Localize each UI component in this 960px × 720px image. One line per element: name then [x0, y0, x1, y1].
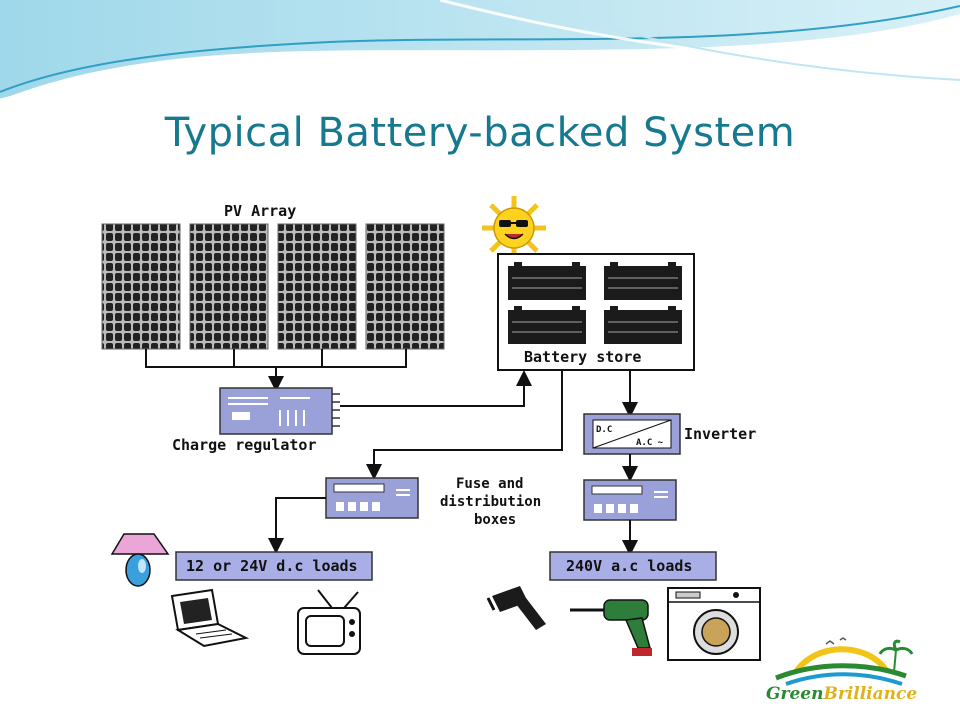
inverter-label: Inverter [684, 425, 756, 443]
charge-regulator-label: Charge regulator [172, 436, 317, 454]
fuse-box-label-line-1: Fuse and [456, 476, 523, 492]
dc-fuse-box [325, 477, 419, 519]
ac-fuse-box [583, 479, 677, 521]
laptop-icon [170, 588, 250, 648]
pv-panel-3 [277, 223, 357, 350]
pv-array-label: PV Array [224, 202, 296, 220]
fuse-box-label-line-2: distribution [440, 494, 541, 510]
battery-icon [604, 306, 682, 344]
logo-graphic [775, 637, 914, 686]
pv-panel-1 [101, 223, 181, 350]
dc-loads-box: 12 or 24V d.c loads [175, 551, 373, 581]
power-drill-icon [570, 599, 652, 656]
battery-system-diagram: PV Array [96, 192, 808, 666]
sun-icon [482, 196, 546, 260]
battery-store-label: Battery store [524, 348, 641, 366]
pv-panel-4 [365, 223, 445, 350]
regulator-to-battery-wire [340, 370, 532, 407]
dc-fuse-to-loads-wire [268, 497, 326, 554]
fuse-box-label-line-3: boxes [474, 512, 516, 528]
logo-text: GreenBrilliance [766, 684, 918, 704]
slide-title: Typical Battery-backed System [164, 110, 796, 156]
television-icon [297, 589, 361, 655]
logo-text-green: Green [766, 684, 824, 704]
hair-dryer-icon [486, 586, 546, 630]
dc-loads-label: 12 or 24V d.c loads [186, 557, 358, 575]
inverter: D.C A.C ~ [583, 413, 681, 455]
ac-loads-box: 240V a.c loads [549, 551, 717, 581]
logo-text-brilliance: Brilliance [823, 684, 918, 704]
battery-to-dc-fuse-wire [366, 370, 563, 480]
inverter-dc-label: D.C [596, 425, 612, 435]
washing-machine-icon [667, 587, 761, 661]
inverter-ac-label: A.C ~ [636, 438, 664, 448]
battery-store: Battery store [497, 253, 695, 371]
battery-icon [508, 262, 586, 300]
battery-icon [508, 306, 586, 344]
lamp-icon [110, 533, 170, 587]
battery-icon [604, 262, 682, 300]
pv-combiner-wire [145, 349, 407, 382]
ac-loads-label: 240V a.c loads [566, 557, 692, 575]
greenbrilliance-logo: GreenBrilliance [766, 632, 918, 712]
pv-panel-2 [189, 223, 269, 350]
charge-regulator [219, 387, 340, 435]
header-swoosh [0, 0, 960, 102]
